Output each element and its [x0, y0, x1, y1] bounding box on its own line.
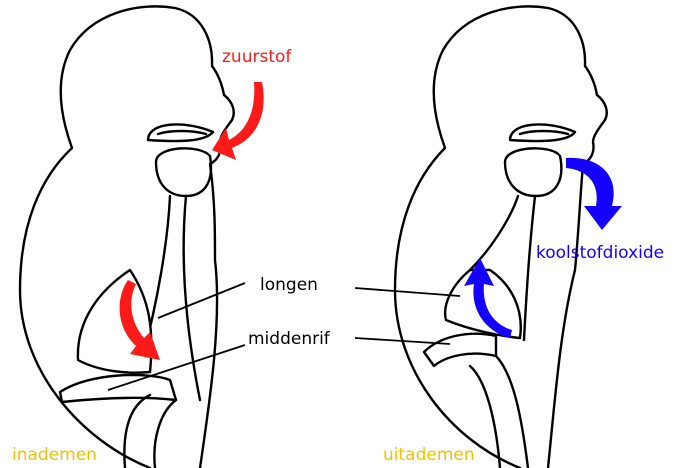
inhale-mouth-cavity [156, 148, 211, 196]
inhale-lungs-leader [158, 283, 245, 318]
carbon-dioxide-label: koolstofdioxide [536, 243, 664, 263]
diaphragm-label: middenrif [248, 329, 331, 349]
exhale-body-outline [395, 6, 607, 468]
oxygen-label: zuurstof [222, 47, 292, 67]
inhale-caption: inademen [12, 445, 97, 465]
inhale-palate [158, 131, 206, 134]
exhale-figure: koolstofdioxide uitademen [355, 6, 664, 468]
exhale-windpipe-front [470, 196, 518, 270]
exhale-diaphragm [424, 334, 496, 366]
carbon-dioxide-out-arrow [566, 158, 622, 230]
inhale-diaphragm [60, 375, 176, 402]
inhale-lung [78, 270, 152, 373]
exhale-lungs-leader [355, 288, 460, 296]
exhale-caption: uitademen [383, 445, 475, 465]
oxygen-in-arrow [212, 82, 264, 160]
inhale-spine-curve [124, 395, 176, 468]
lungs-label: longen [260, 275, 318, 295]
exhale-spine-curve [470, 356, 528, 468]
exhale-palate [520, 131, 568, 134]
exhale-windpipe-back [524, 196, 535, 340]
inhale-windpipe-back [184, 196, 200, 400]
exhale-mouth-cavity [505, 148, 561, 196]
inhale-figure: zuurstof inademen [12, 6, 292, 468]
